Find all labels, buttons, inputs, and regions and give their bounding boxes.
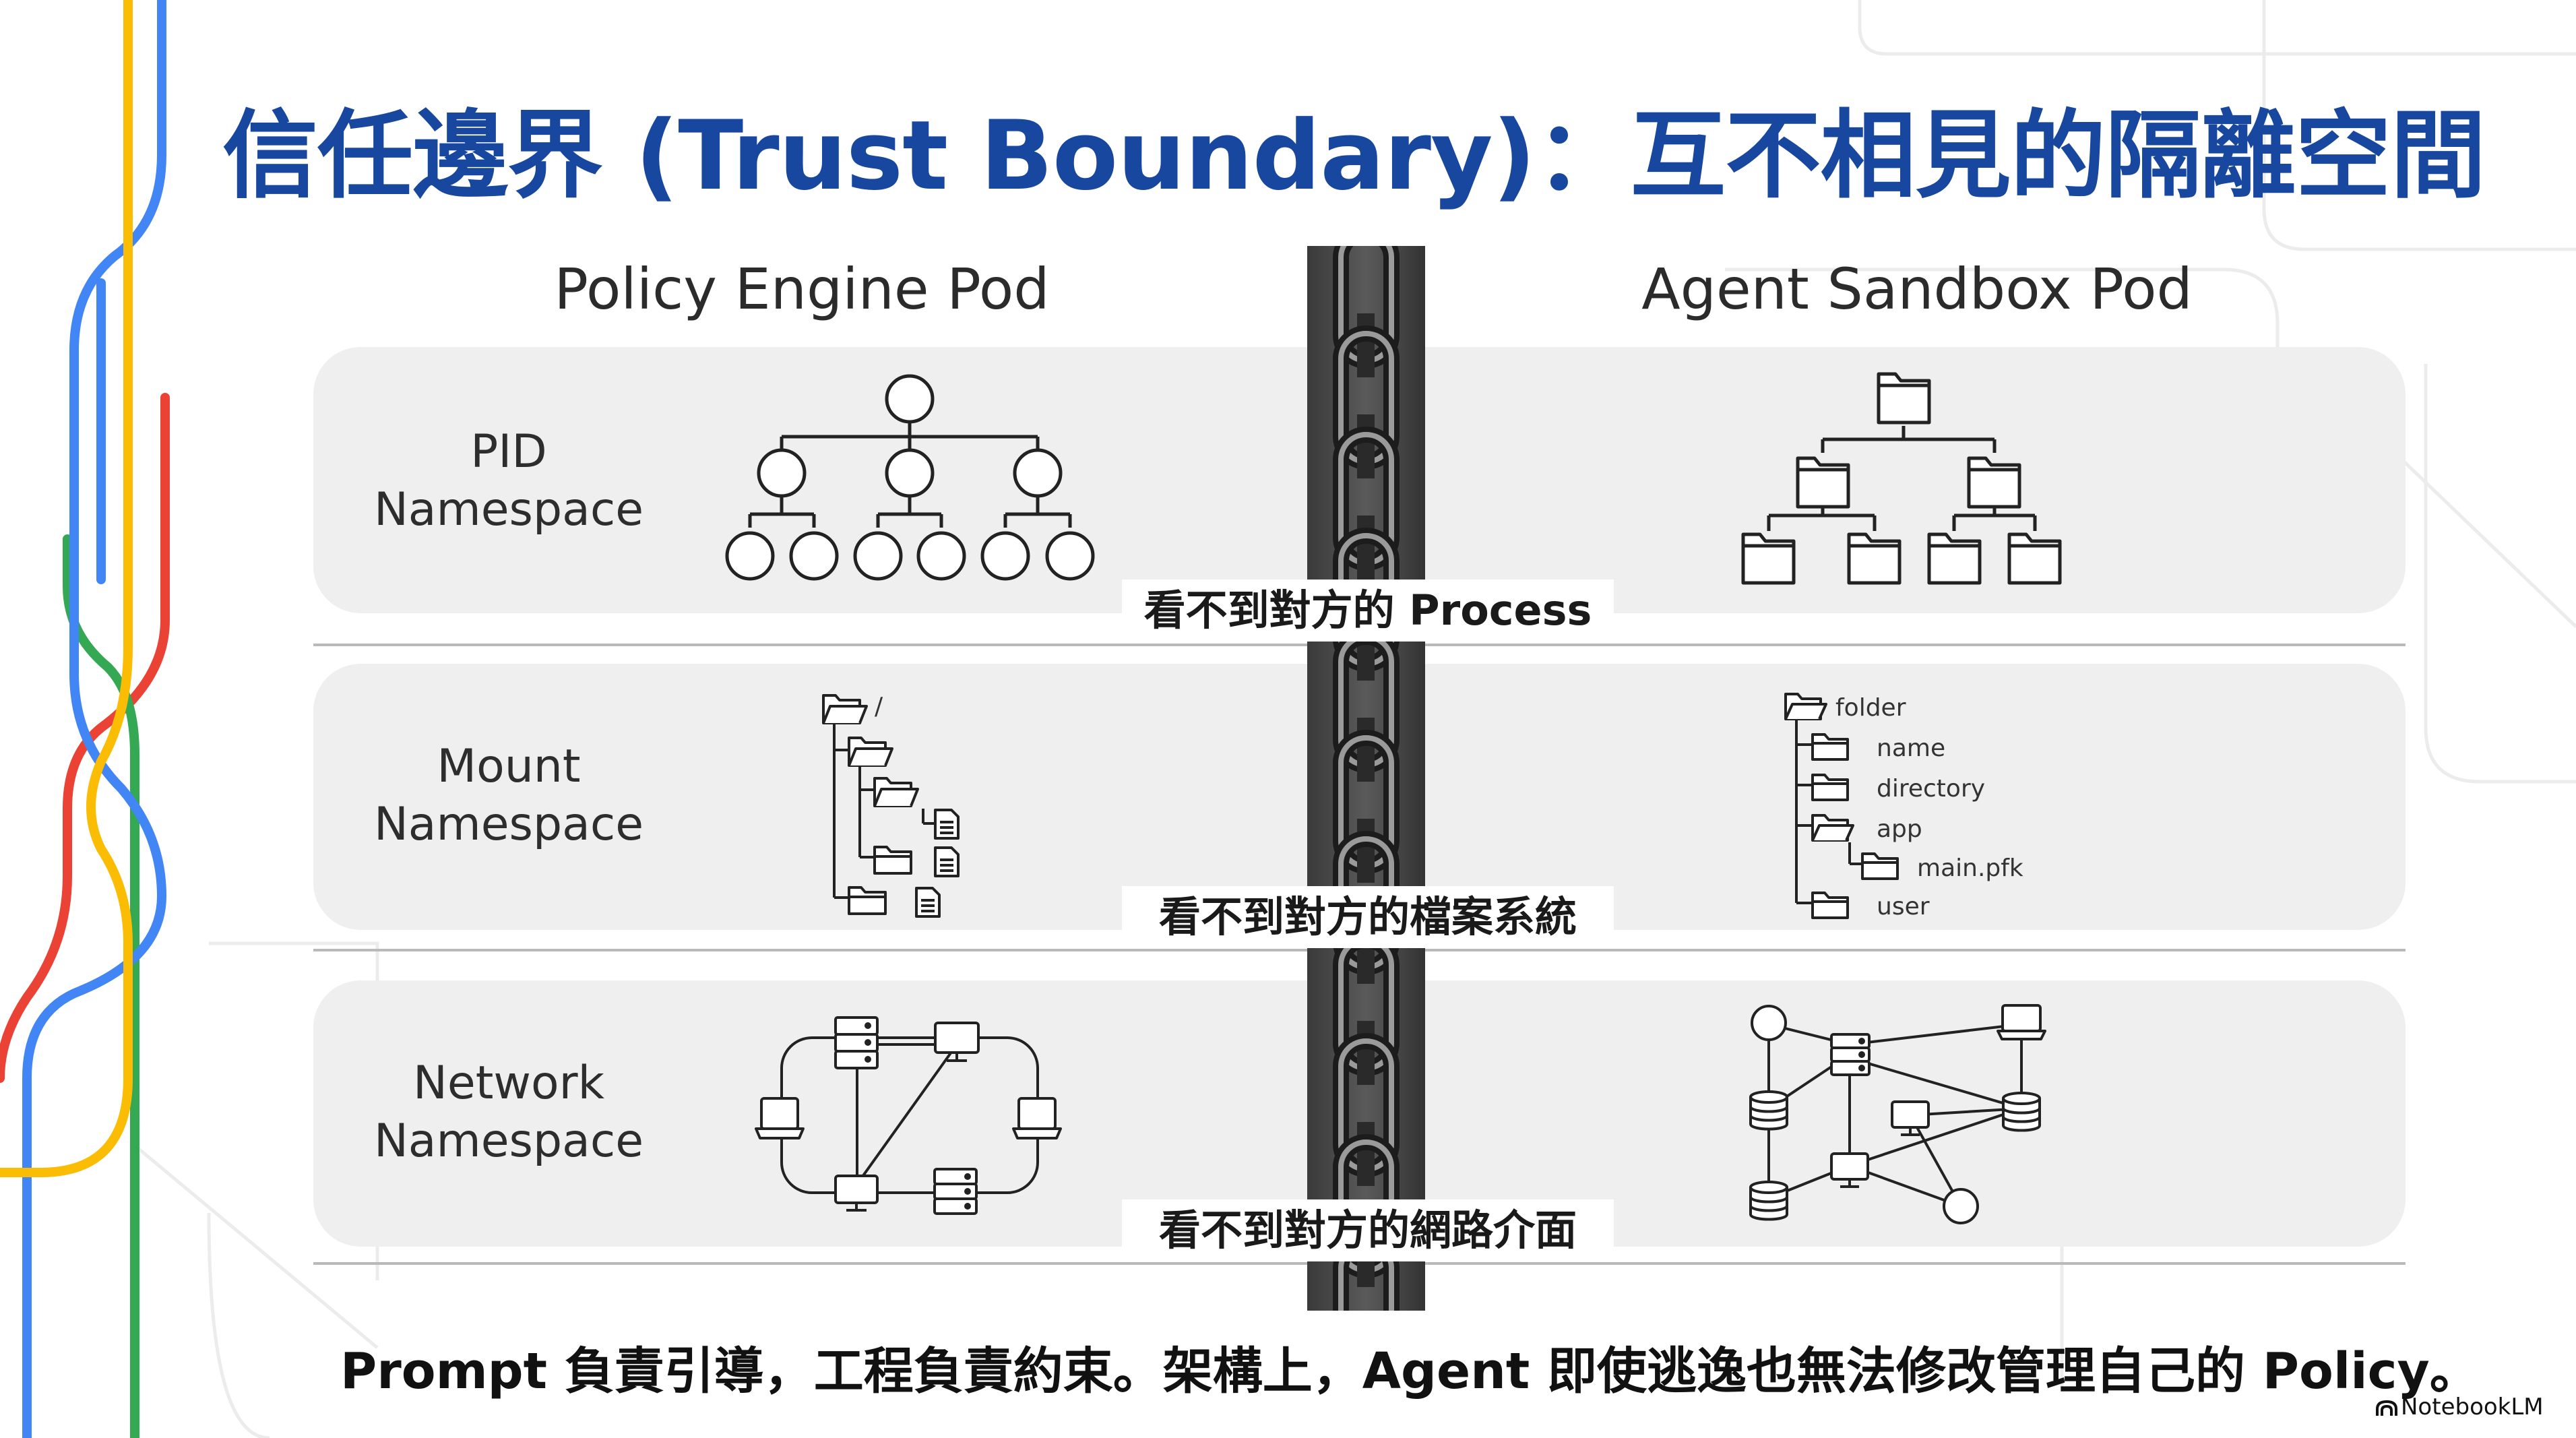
network-graph-icon bbox=[755, 1016, 1062, 1215]
caption-network: 看不到對方的網路介面 bbox=[1122, 1199, 1614, 1261]
chain-icon bbox=[1307, 246, 1425, 1311]
folder-label: user bbox=[1877, 893, 1930, 920]
row-label-network: Network Namespace bbox=[373, 1057, 644, 1168]
column-heading-right: Agent Sandbox Pod bbox=[1641, 256, 2193, 322]
file-tree-icon: / bbox=[822, 693, 960, 918]
brand-badge: NotebookLM bbox=[2375, 1394, 2544, 1420]
process-tree-icon bbox=[725, 374, 1095, 581]
mount-root-label: / bbox=[875, 693, 883, 720]
folder-label: directory bbox=[1877, 775, 1985, 803]
row-label-pid: PID Namespace bbox=[373, 425, 644, 536]
row-label-mount: Mount Namespace bbox=[373, 740, 644, 851]
brand-label: NotebookLM bbox=[2401, 1394, 2544, 1420]
page-title: 信任邊界 (Trust Boundary)：互不相見的隔離空間 bbox=[222, 100, 2486, 212]
folder-label: main.pfk bbox=[1917, 854, 2023, 882]
color-lines-decoration bbox=[0, 0, 170, 1438]
folder-label: app bbox=[1877, 815, 1922, 843]
folder-tree-icon bbox=[1741, 372, 2062, 585]
caption-pid: 看不到對方的 Process bbox=[1122, 580, 1614, 642]
column-heading-left: Policy Engine Pod bbox=[554, 256, 1050, 322]
folder-tree-icon: folder name directory app main.pfk user bbox=[1784, 693, 2023, 920]
footer-statement: Prompt 負責引導，工程負責約束。架構上，Agent 即使逃逸也無法修改管理… bbox=[340, 1342, 2480, 1400]
folder-label: name bbox=[1877, 734, 1945, 762]
folder-label: folder bbox=[1835, 694, 1906, 722]
notebooklm-logo-icon bbox=[2376, 1400, 2397, 1416]
network-graph-icon bbox=[1749, 1004, 2046, 1224]
caption-mount: 看不到對方的檔案系統 bbox=[1122, 886, 1614, 948]
